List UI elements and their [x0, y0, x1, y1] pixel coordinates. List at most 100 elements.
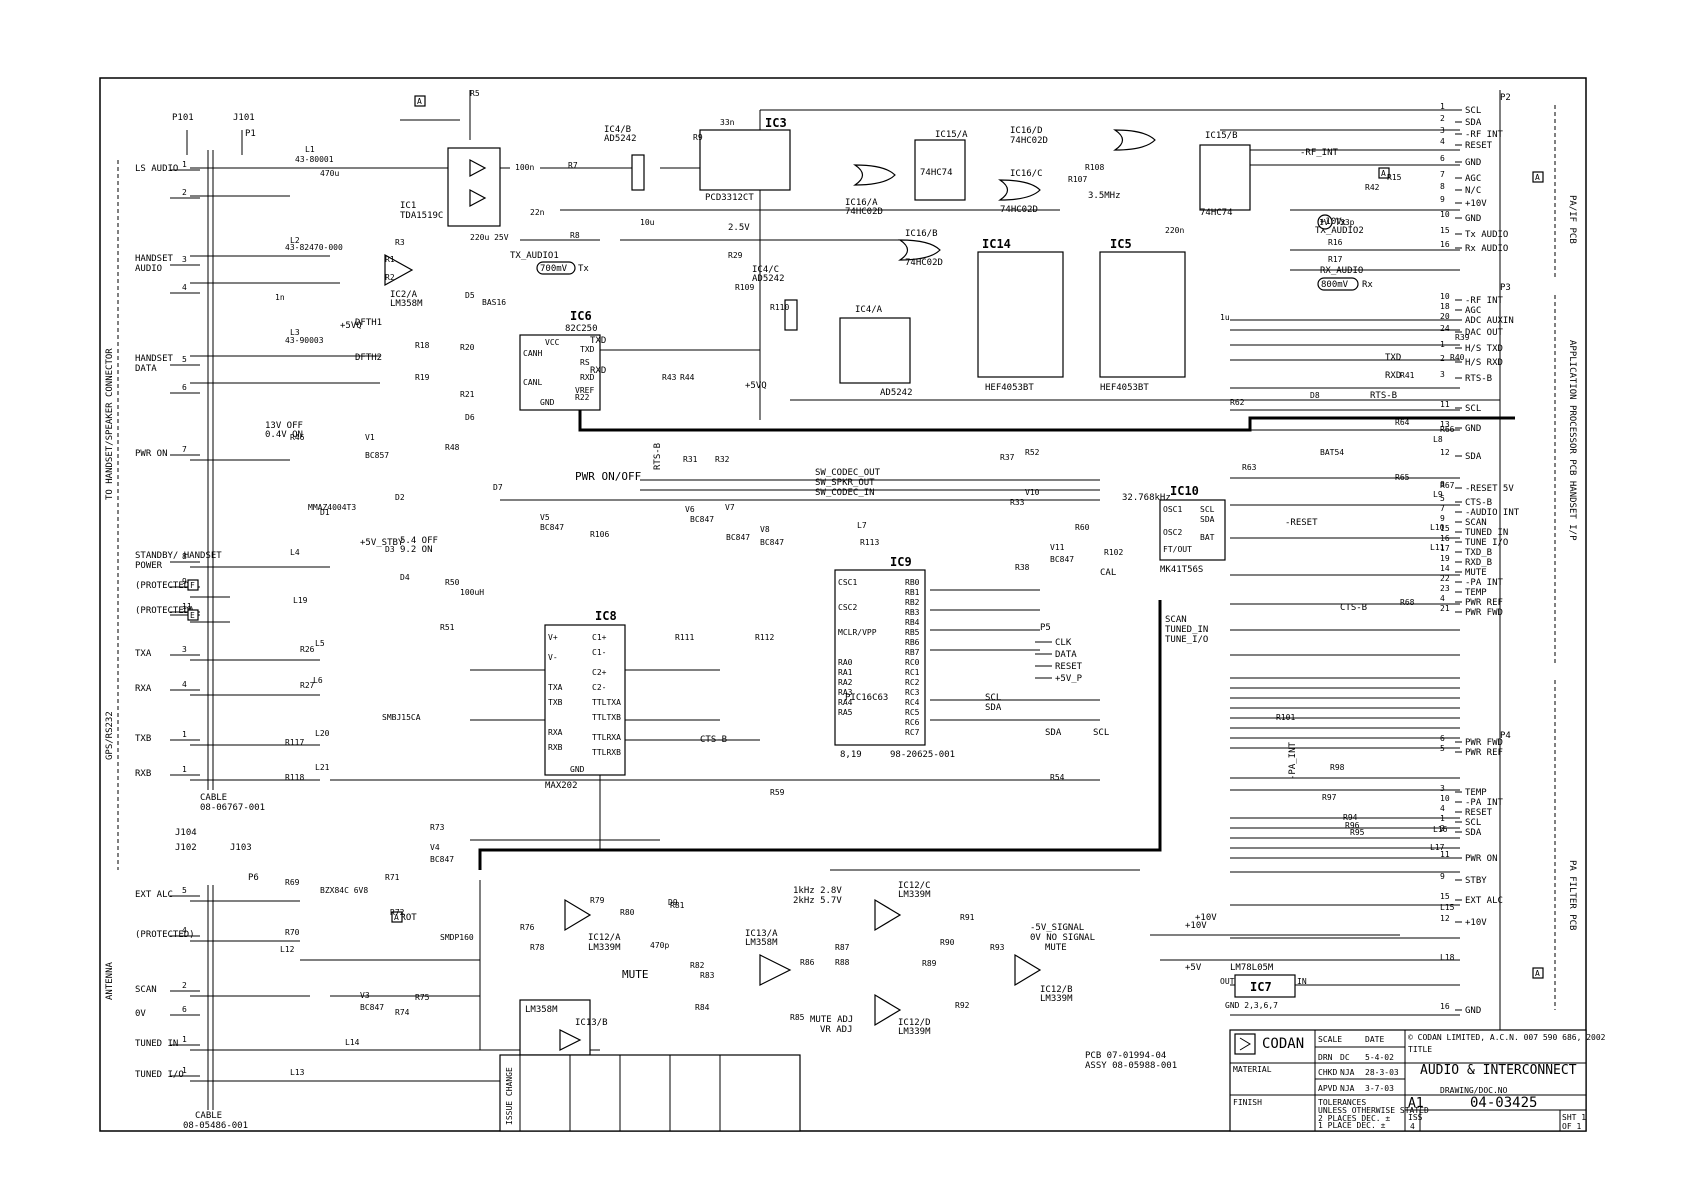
ic12d-part: LM339M — [898, 1027, 931, 1037]
p5-pin-0: CLK — [1055, 638, 1072, 648]
pcb-number: PCB 07-01994-04 — [1085, 1051, 1166, 1061]
inductor-ref-5: L6 — [313, 676, 323, 685]
p2-pin-num-4: 6 — [1440, 154, 1445, 163]
p2-pin-name-1: SDA — [1465, 118, 1482, 128]
off-on-2a: 5.4 OFF — [400, 536, 438, 546]
transistor-ref-0: V1 — [365, 433, 375, 442]
resistor-ref-36: R60 — [1075, 523, 1090, 532]
ic8-pin-gnd: GND — [570, 765, 585, 774]
p3-pin-num-15: 16 — [1440, 534, 1450, 543]
p2-pin-num-1: 2 — [1440, 114, 1445, 123]
ic2-opamp: IC2/A LM358M — [384, 253, 423, 309]
ic10-ref: IC10 — [1170, 484, 1199, 498]
resistor-ref-50: R75 — [415, 993, 430, 1002]
resistor-ref-30: R48 — [445, 443, 460, 452]
resistor-ref-57: R83 — [700, 971, 715, 980]
ic10-pin-4: BAT — [1200, 533, 1215, 542]
resistor-ref-81: R112 — [755, 633, 774, 642]
connector-pin-10-0: 1 — [182, 765, 187, 774]
p3-pin-num-21: 4 — [1440, 594, 1445, 603]
transistor-ref-5: V7 — [725, 503, 735, 512]
p3-pin-name-10: -RESET 5V — [1465, 484, 1514, 494]
p3-pin-name-15: TUNE I/O — [1465, 538, 1508, 548]
ic16a-part: 74HC02D — [845, 207, 883, 217]
tolerances-3: 1 PLACE DEC. ± — [1318, 1121, 1386, 1130]
resistor-ref-27: R43 — [662, 373, 677, 382]
diode-part-1: BAT54 — [1320, 448, 1344, 457]
transistor-ref-2: V4 — [430, 843, 440, 852]
transistor-ref-4: V6 — [685, 505, 695, 514]
resistor-ref-52: R78 — [530, 943, 545, 952]
resistor-ref-35: R59 — [770, 788, 785, 797]
resistor-ref-33: R52 — [1025, 448, 1040, 457]
ic12d-ref: IC12/D — [898, 1018, 931, 1028]
txd-net-right: TXD — [1385, 353, 1401, 363]
p4-pin-name-0: PWR FWD — [1465, 738, 1503, 748]
ic5-ref: IC5 — [1110, 237, 1132, 251]
ic6-canl: CANL — [523, 378, 542, 387]
ic9-pin-right-14: RC6 — [905, 718, 920, 727]
p4-pin-name-10: +10V — [1465, 918, 1487, 928]
ic9-ref: IC9 — [890, 555, 912, 569]
connector-pin-12-0: 4 — [182, 926, 187, 935]
p2-ref: P2 — [1500, 93, 1511, 103]
connector-signal-1: AUDIO — [135, 264, 162, 274]
inductor-ref-11: L12 — [280, 945, 295, 954]
ic9-pin-right-6: RB6 — [905, 638, 920, 647]
ic10-part: MK41T56S — [1160, 565, 1203, 575]
ic13b-part: LM358M — [525, 1005, 558, 1015]
inductor-ref-4: L5 — [315, 639, 325, 648]
inductor-ref-15: L16 — [1433, 825, 1448, 834]
ic8-rs232-transceiver: IC8 MAX202 V+V-TXATXBRXARXBC1+C1-C2+C2-T… — [544, 609, 626, 791]
drawing-number: 04-03425 — [1470, 1095, 1537, 1111]
p3-pin-name-21: PWR REF — [1465, 598, 1503, 608]
inductor-ref-13: L14 — [345, 1038, 360, 1047]
ic9-pin-right-12: RC4 — [905, 698, 920, 707]
ic9-assy: 98-20625-001 — [890, 750, 955, 760]
resistor-ref-16: R27 — [300, 681, 315, 690]
ic14-mux: IC14 HEF4053BT — [977, 237, 1064, 393]
resistor-ref-10: R18 — [415, 341, 430, 350]
diode-ref-3: D4 — [400, 573, 410, 582]
off-on-2b: 9.2 ON — [400, 545, 433, 555]
dfth1-net: DFTH1 — [355, 318, 382, 328]
diode-ref-5: D6 — [465, 413, 475, 422]
inductor-ref-20: L21 — [315, 763, 330, 772]
cable1-number: 08-06767-001 — [200, 803, 265, 813]
p2-pin-num-6: 8 — [1440, 182, 1445, 191]
resistor-ref-69: R95 — [1350, 828, 1365, 837]
transistor-ref-8: V11 — [1050, 543, 1065, 552]
connector-pin-13-0: 2 — [182, 981, 187, 990]
p3-pin-name-4: H/S TXD — [1465, 344, 1503, 354]
p3-pin-num-7: 11 — [1440, 400, 1450, 409]
ic9-pin-right-5: RB5 — [905, 628, 920, 637]
p2-pin-num-8: 10 — [1440, 210, 1450, 219]
ic12a-part: LM339M — [588, 943, 621, 953]
connector-signal-13: SCAN — [135, 985, 157, 995]
inductor-ref-2: L3 — [290, 328, 300, 337]
resistor-ref-70: R96 — [1345, 821, 1360, 830]
resistor-ref-53: R79 — [590, 896, 605, 905]
v2-5-net: 2.5V — [728, 223, 750, 233]
ic10-pin-0: OSC1 — [1163, 505, 1182, 514]
rts-b-net-v: RTS-B — [653, 443, 663, 470]
resistor-ref-34: R54 — [1050, 773, 1065, 782]
chkd-date: 28-3-03 — [1365, 1068, 1399, 1077]
resistor-ref-32: R51 — [440, 623, 455, 632]
crystal2-freq: 3.5MHz — [1088, 191, 1121, 201]
connector-signal-4: POWER — [135, 561, 163, 571]
ic8-pin-left-0: V+ — [548, 633, 558, 642]
resistor-ref-45: R70 — [285, 928, 300, 937]
resistor-ref-3: R5 — [470, 89, 480, 98]
resistor-ref-49: R74 — [395, 1008, 410, 1017]
ic8-pin-labels: V+V-TXATXBRXARXBC1+C1-C2+C2-TTLTXATTLTXB… — [548, 633, 621, 774]
resistor-ref-68: R94 — [1343, 813, 1358, 822]
resistor-ref-29: R46 — [290, 433, 305, 442]
plus5v-net: +5V — [1185, 963, 1202, 973]
p3-ref: P3 — [1500, 283, 1511, 293]
connector-pin-15-0: 1 — [182, 1035, 187, 1044]
p4-pin-name-2: TEMP — [1465, 788, 1487, 798]
